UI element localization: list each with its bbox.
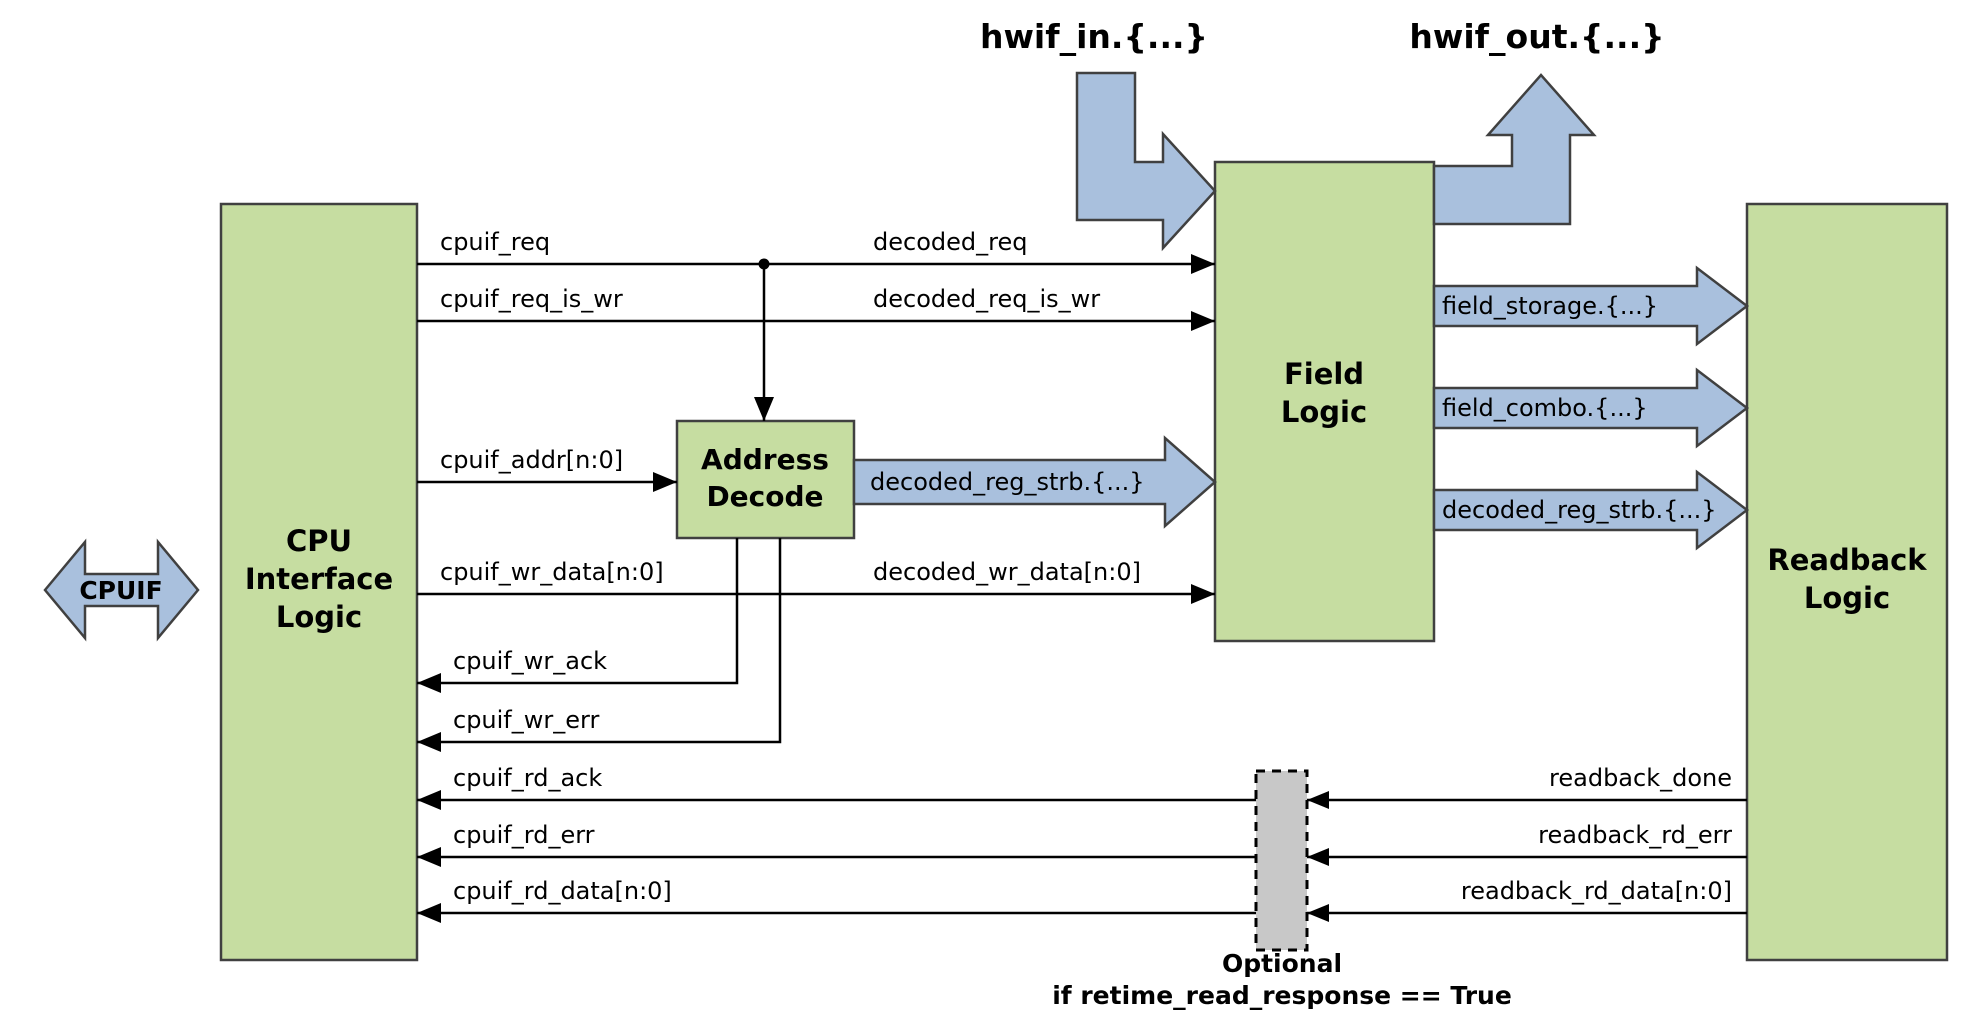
cpuif-bidirectional-arrow <box>43 538 200 642</box>
junction-dot <box>758 258 770 270</box>
label-cpuif-rd-data: cpuif_rd_data[n:0] <box>453 877 672 905</box>
retime-arrowhead-rd-ack <box>1307 791 1329 809</box>
cpuif-label: CPUIF <box>79 576 162 605</box>
label-bus-decoded-reg-strb: decoded_reg_strb.{...} <box>870 468 1145 496</box>
label-cpuif-req-is-wr: cpuif_req_is_wr <box>440 285 623 313</box>
label-cpuif-rd-err: cpuif_rd_err <box>453 821 595 849</box>
label-cpuif-rd-ack: cpuif_rd_ack <box>453 764 602 792</box>
hwif-in-arrow <box>1075 71 1217 252</box>
field-logic-label-line1: Field <box>1284 357 1364 391</box>
bus-field-storage <box>1432 265 1750 347</box>
retime-note-line1: Optional <box>1222 949 1342 978</box>
retime-arrowhead-rd-data <box>1307 904 1329 922</box>
bus-field-combo <box>1432 367 1750 449</box>
wire-cpuif-wr-err <box>417 538 782 752</box>
readback-logic-label-line2: Logic <box>1804 581 1890 615</box>
hwif-out-arrow <box>1432 73 1597 226</box>
label-cpuif-addr: cpuif_addr[n:0] <box>440 446 623 474</box>
label-cpuif-wr-data: cpuif_wr_data[n:0] <box>440 558 664 586</box>
label-cpuif-req: cpuif_req <box>440 228 550 256</box>
retime-arrowhead-rd-err <box>1307 848 1329 866</box>
label-cpuif-wr-err: cpuif_wr_err <box>453 706 599 734</box>
cpu-interface-logic-label-line3: Logic <box>276 600 362 634</box>
label-bus-decoded-reg-strb-readback: decoded_reg_strb.{...} <box>1442 496 1717 524</box>
label-bus-field-storage: field_storage.{...} <box>1442 292 1658 320</box>
address-decode-label-line1: Address <box>701 443 829 476</box>
label-decoded-req-is-wr: decoded_req_is_wr <box>873 285 1100 313</box>
label-readback-rd-err: readback_rd_err <box>1538 821 1732 849</box>
label-cpuif-wr-ack: cpuif_wr_ack <box>453 647 607 675</box>
label-bus-field-combo: field_combo.{...} <box>1442 394 1648 422</box>
label-decoded-wr-data: decoded_wr_data[n:0] <box>873 558 1141 586</box>
wire-cpuif-wr-ack <box>417 538 739 693</box>
cpu-interface-logic-label-line1: CPU <box>286 524 352 558</box>
label-readback-rd-data: readback_rd_data[n:0] <box>1461 877 1732 905</box>
address-decode-label-line2: Decode <box>706 480 823 513</box>
label-readback-done: readback_done <box>1549 764 1732 792</box>
address-decode-block <box>675 419 856 540</box>
hwif-in-label: hwif_in.{...} <box>980 17 1208 56</box>
field-logic-block <box>1213 160 1436 643</box>
cpu-interface-logic-label-line2: Interface <box>245 562 393 596</box>
label-decoded-req: decoded_req <box>873 228 1027 256</box>
readback-logic-label-line1: Readback <box>1767 543 1927 577</box>
bus-decoded-reg-strb <box>852 435 1217 529</box>
hwif-out-label: hwif_out.{...} <box>1409 17 1664 56</box>
cpu-interface-logic-block <box>219 202 419 962</box>
readback-logic-block <box>1745 202 1949 962</box>
bus-decoded-reg-strb-readback <box>1432 469 1750 551</box>
field-logic-label-line2: Logic <box>1281 395 1367 429</box>
retime-read-response-block <box>1254 769 1309 952</box>
retime-note-line2: if retime_read_response == True <box>1052 981 1512 1010</box>
